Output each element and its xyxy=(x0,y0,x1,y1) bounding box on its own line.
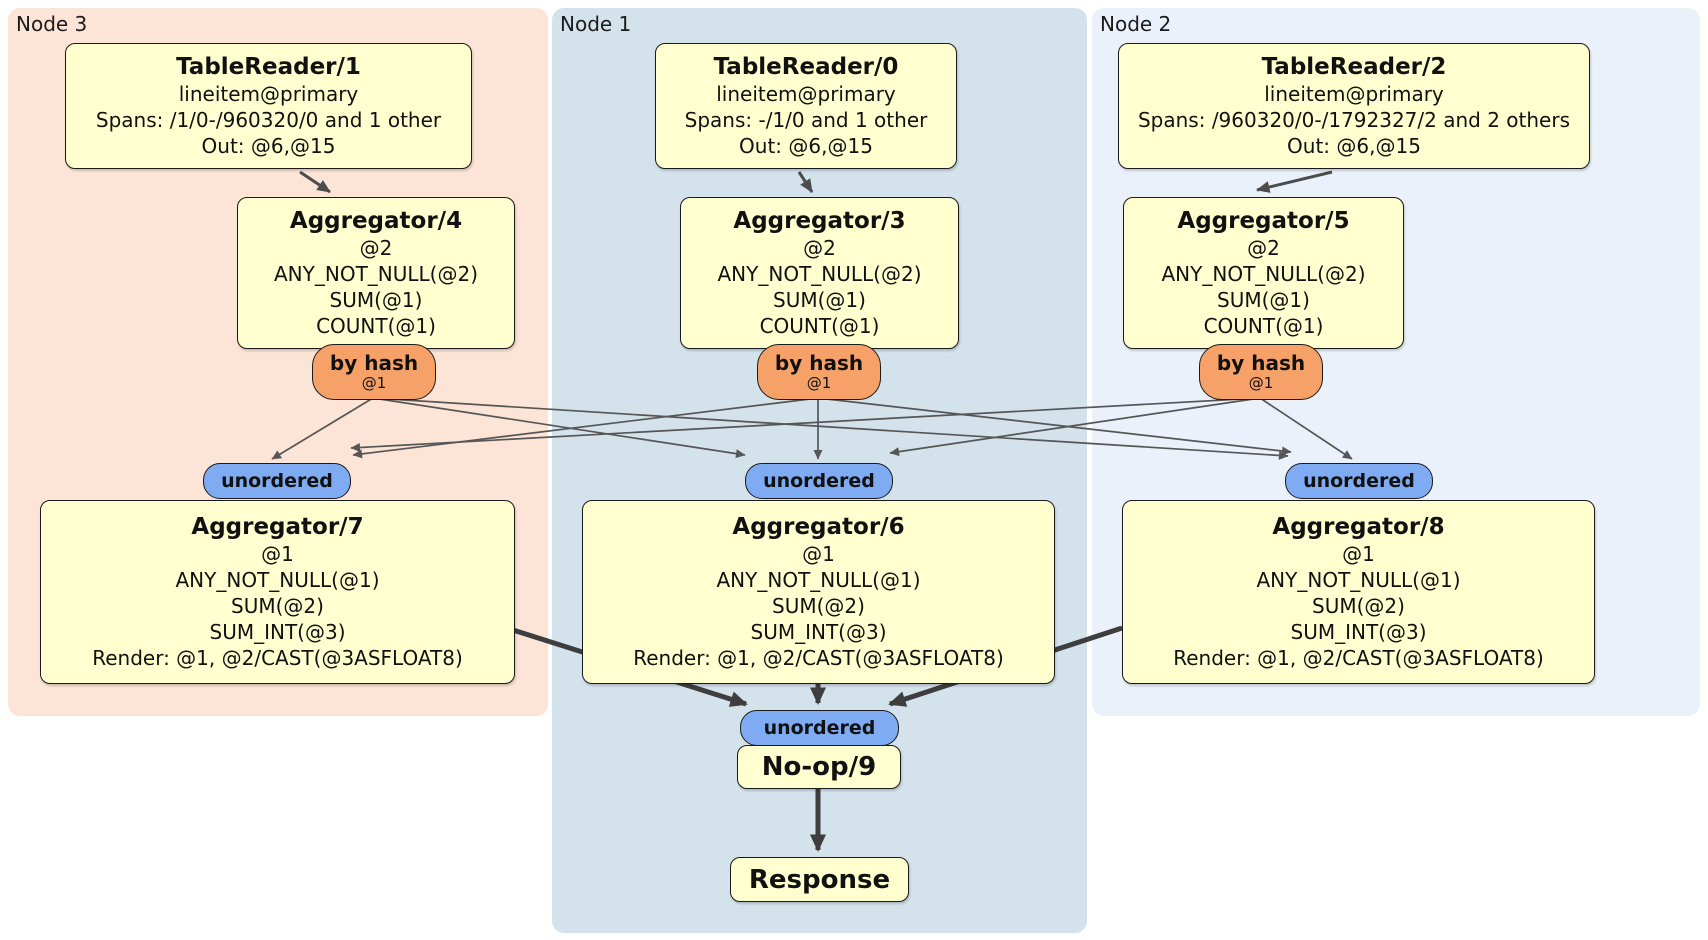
processor-title: Aggregator/4 xyxy=(289,207,463,234)
processor-aggregator-8: Aggregator/8 @1 ANY_NOT_NULL(@1) SUM(@2)… xyxy=(1122,500,1595,684)
node-label: Node 3 xyxy=(16,12,88,36)
processor-detail: Out: @6,@15 xyxy=(1287,134,1421,159)
processor-aggregator-4: Aggregator/4 @2 ANY_NOT_NULL(@2) SUM(@1)… xyxy=(237,197,515,349)
processor-detail: SUM(@1) xyxy=(329,288,423,313)
processor-noop-9: No-op/9 xyxy=(737,745,901,789)
processor-detail: ANY_NOT_NULL(@2) xyxy=(1161,262,1366,287)
processor-title: Aggregator/5 xyxy=(1177,207,1350,234)
processor-aggregator-7: Aggregator/7 @1 ANY_NOT_NULL(@1) SUM(@2)… xyxy=(40,500,515,684)
router-detail: @1 xyxy=(806,374,832,392)
processor-detail: SUM(@2) xyxy=(231,594,324,619)
response-node: Response xyxy=(730,857,909,902)
processor-aggregator-5: Aggregator/5 @2 ANY_NOT_NULL(@2) SUM(@1)… xyxy=(1123,197,1404,349)
router-label: by hash xyxy=(774,351,864,375)
processor-detail: ANY_NOT_NULL(@1) xyxy=(1256,568,1461,593)
processor-title: Response xyxy=(748,864,891,895)
stream-unordered-right: unordered xyxy=(1285,463,1433,499)
processor-title: TableReader/2 xyxy=(1261,53,1447,80)
node-label: Node 1 xyxy=(560,12,632,36)
stream-unordered-left: unordered xyxy=(203,463,351,499)
processor-tablereader-0: TableReader/0 lineitem@primary Spans: -/… xyxy=(655,43,957,169)
processor-detail: SUM(@2) xyxy=(1312,594,1405,619)
processor-detail: Render: @1, @2/CAST(@3ASFLOAT8) xyxy=(92,646,463,671)
stream-label: unordered xyxy=(763,470,875,492)
processor-detail: SUM_INT(@3) xyxy=(1290,620,1427,645)
router-by-hash-middle: by hash @1 xyxy=(757,344,881,400)
processor-detail: Render: @1, @2/CAST(@3ASFLOAT8) xyxy=(1173,646,1544,671)
processor-title: TableReader/0 xyxy=(713,53,899,80)
processor-title: TableReader/1 xyxy=(176,53,361,80)
processor-detail: SUM_INT(@3) xyxy=(750,620,887,645)
stream-label: unordered xyxy=(221,470,333,492)
processor-detail: SUM(@2) xyxy=(772,594,865,619)
processor-detail: ANY_NOT_NULL(@2) xyxy=(274,262,478,287)
processor-aggregator-6: Aggregator/6 @1 ANY_NOT_NULL(@1) SUM(@2)… xyxy=(582,500,1055,684)
processor-detail: lineitem@primary xyxy=(716,82,896,107)
processor-tablereader-1: TableReader/1 lineitem@primary Spans: /1… xyxy=(65,43,472,169)
processor-detail: Spans: /1/0-/960320/0 and 1 other xyxy=(95,108,442,133)
router-detail: @1 xyxy=(1248,374,1274,392)
stream-label: unordered xyxy=(1303,470,1415,492)
processor-detail: @2 xyxy=(359,236,393,261)
processor-title: Aggregator/7 xyxy=(191,513,364,540)
stream-label: unordered xyxy=(763,717,876,739)
processor-title: Aggregator/6 xyxy=(732,513,905,540)
stream-unordered-final: unordered xyxy=(740,710,899,746)
processor-detail: COUNT(@1) xyxy=(759,314,880,339)
router-by-hash-right: by hash @1 xyxy=(1199,344,1323,400)
processor-title: Aggregator/3 xyxy=(733,207,906,234)
processor-detail: COUNT(@1) xyxy=(316,314,436,339)
processor-detail: Spans: /960320/0-/1792327/2 and 2 others xyxy=(1137,108,1570,133)
processor-detail: lineitem@primary xyxy=(1264,82,1444,107)
processor-aggregator-3: Aggregator/3 @2 ANY_NOT_NULL(@2) SUM(@1)… xyxy=(680,197,959,349)
processor-detail: Render: @1, @2/CAST(@3ASFLOAT8) xyxy=(633,646,1004,671)
processor-detail: lineitem@primary xyxy=(178,82,359,107)
processor-detail: ANY_NOT_NULL(@2) xyxy=(717,262,922,287)
processor-detail: SUM(@1) xyxy=(1217,288,1310,313)
processor-detail: SUM_INT(@3) xyxy=(209,620,346,645)
processor-tablereader-2: TableReader/2 lineitem@primary Spans: /9… xyxy=(1118,43,1590,169)
router-by-hash-left: by hash @1 xyxy=(312,344,436,400)
processor-detail: Out: @6,@15 xyxy=(201,134,336,159)
processor-detail: SUM(@1) xyxy=(773,288,866,313)
processor-detail: @1 xyxy=(1342,542,1375,567)
processor-detail: @2 xyxy=(803,236,836,261)
processor-detail: ANY_NOT_NULL(@1) xyxy=(716,568,921,593)
processor-detail: Spans: -/1/0 and 1 other xyxy=(684,108,928,133)
stream-unordered-middle: unordered xyxy=(745,463,893,499)
processor-detail: @2 xyxy=(1247,236,1280,261)
router-label: by hash xyxy=(329,351,419,375)
router-label: by hash xyxy=(1216,351,1306,375)
processor-title: Aggregator/8 xyxy=(1272,513,1445,540)
processor-detail: ANY_NOT_NULL(@1) xyxy=(175,568,380,593)
processor-detail: Out: @6,@15 xyxy=(739,134,873,159)
processor-detail: @1 xyxy=(261,542,294,567)
processor-title: No-op/9 xyxy=(761,752,877,782)
router-detail: @1 xyxy=(361,374,387,392)
processor-detail: COUNT(@1) xyxy=(1203,314,1324,339)
processor-detail: @1 xyxy=(802,542,835,567)
node-label: Node 2 xyxy=(1100,12,1172,36)
